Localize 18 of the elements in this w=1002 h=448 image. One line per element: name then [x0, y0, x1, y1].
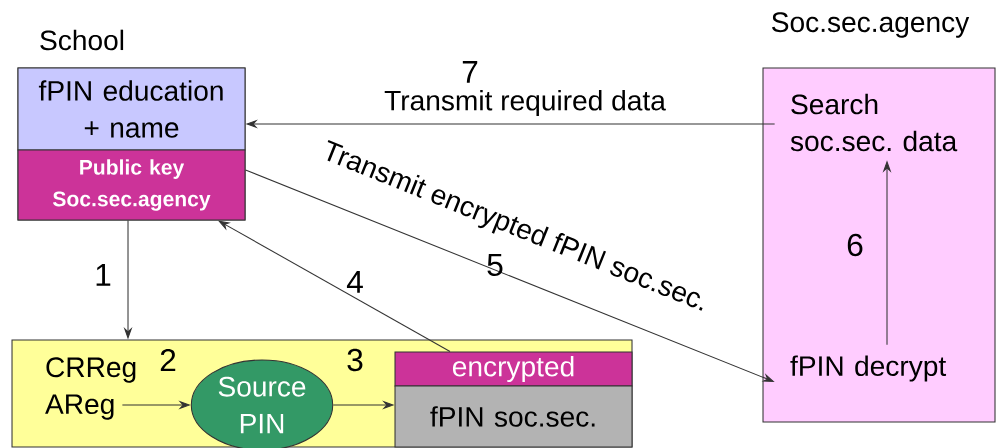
edge-label: 4 — [346, 271, 363, 293]
step-number: 7 — [462, 61, 478, 83]
key-box: Public key Soc.sec.agency — [17, 149, 246, 221]
decrypt-text: fPIN decrypt — [790, 355, 947, 382]
edge-label: 1 — [96, 264, 111, 286]
register-text: CRReg AReg — [45, 357, 136, 420]
edge-label: 3 — [347, 348, 363, 372]
edge-label: 6 — [847, 233, 863, 257]
search-text: Search soc.sec. data — [790, 93, 958, 152]
edge-label: 2 — [160, 348, 176, 372]
encrypted-box: encrypted — [394, 351, 633, 387]
step-number: 5 — [487, 253, 503, 276]
node-label: School — [40, 29, 124, 51]
arrow — [218, 220, 451, 352]
edge-label: Transmit required data — [384, 89, 666, 117]
node-label: Soc.sec.agency — [772, 12, 970, 38]
education-box: fPIN education + name — [17, 67, 246, 151]
fpin-box: fPIN soc.sec. — [394, 385, 633, 448]
